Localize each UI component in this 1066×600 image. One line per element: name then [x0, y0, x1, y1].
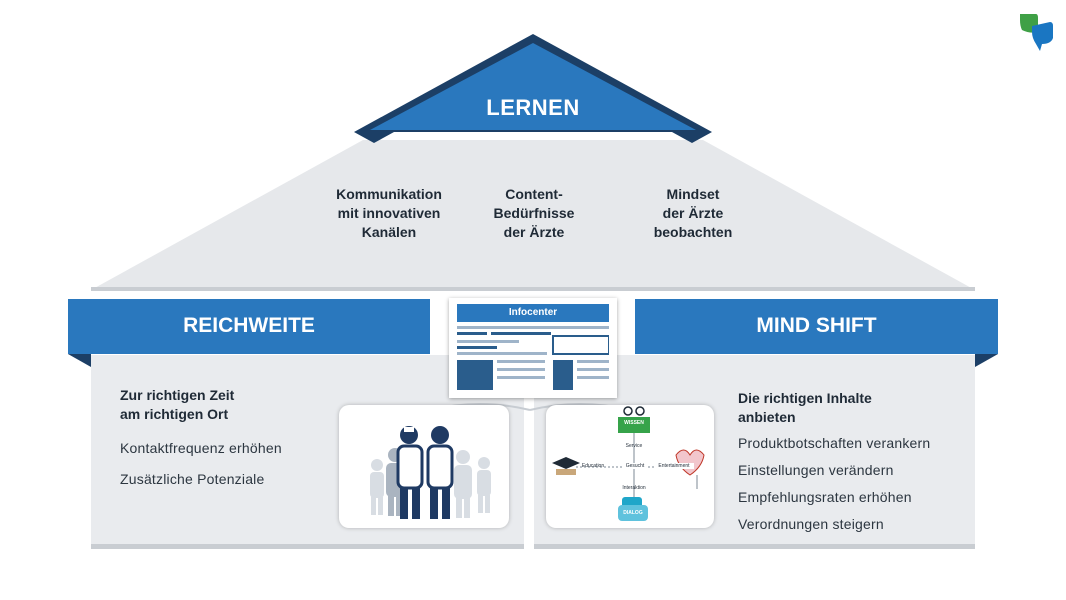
people-card: [339, 405, 509, 528]
pillar-content-needs: Content- Bedürfnisse der Ärzte: [493, 186, 575, 240]
infocenter-layout-illustration: [457, 326, 609, 390]
roof-peak: [370, 43, 696, 130]
right-banner-bg: [635, 299, 998, 354]
glasses-icon: [623, 406, 633, 416]
brand-logo-icon: [1020, 14, 1053, 51]
right-panel-item: Produktbotschaften verankern: [738, 435, 931, 451]
right-banner-fold: [975, 354, 998, 367]
infocenter-title: Infocenter: [457, 304, 609, 322]
gable-body: [91, 140, 975, 290]
left-panel-floor: [91, 544, 524, 549]
node-gesucht: Gesucht: [622, 463, 648, 469]
node-dialog: DIALOG: [623, 510, 643, 516]
dialog-bubble-icon: [618, 505, 648, 521]
left-banner-bg: [68, 299, 430, 354]
right-banner-title: MIND SHIFT: [756, 314, 877, 337]
pillar-communication: Kommunikation mit innovativen Kanälen: [336, 186, 442, 240]
left-banner-title: REICHWEITE: [183, 314, 315, 337]
gable-base-line: [91, 287, 975, 291]
node-wissen: WISSEN: [624, 420, 644, 426]
network-card: WISSEN Service Education Gesucht Enterta…: [546, 405, 714, 528]
node-service: Service: [625, 443, 643, 449]
roof-eave-right: [672, 132, 712, 143]
node-interaktion: Interaktion: [622, 485, 646, 491]
left-panel-item: Kontaktfrequenz erhöhen: [120, 440, 282, 456]
right-panel-floor: [534, 544, 975, 549]
right-panel-item: Einstellungen verändern: [738, 462, 894, 478]
book-icon: [618, 417, 650, 433]
left-banner-fold: [68, 354, 91, 367]
node-education: Education: [581, 463, 605, 469]
right-panel-item: Verordnungen steigern: [738, 516, 884, 532]
roof-title: LERNEN: [486, 95, 580, 120]
left-panel-heading: Zur richtigen Zeit am richtigen Ort: [120, 387, 235, 422]
right-panel-item: Empfehlungsraten erhöhen: [738, 489, 912, 505]
people-group-icon: [370, 426, 491, 519]
infocenter-document: Infocenter: [449, 298, 617, 398]
right-panel-heading: Die richtigen Inhalte anbieten: [738, 390, 872, 425]
roof-eave-left: [354, 132, 394, 143]
left-panel-item: Zusätzliche Potenziale: [120, 471, 265, 487]
node-entertainment: Entertainment: [654, 463, 694, 469]
pillar-mindset: Mindset der Ärzte beobachten: [653, 186, 733, 240]
graduation-cap-icon: [552, 457, 580, 469]
